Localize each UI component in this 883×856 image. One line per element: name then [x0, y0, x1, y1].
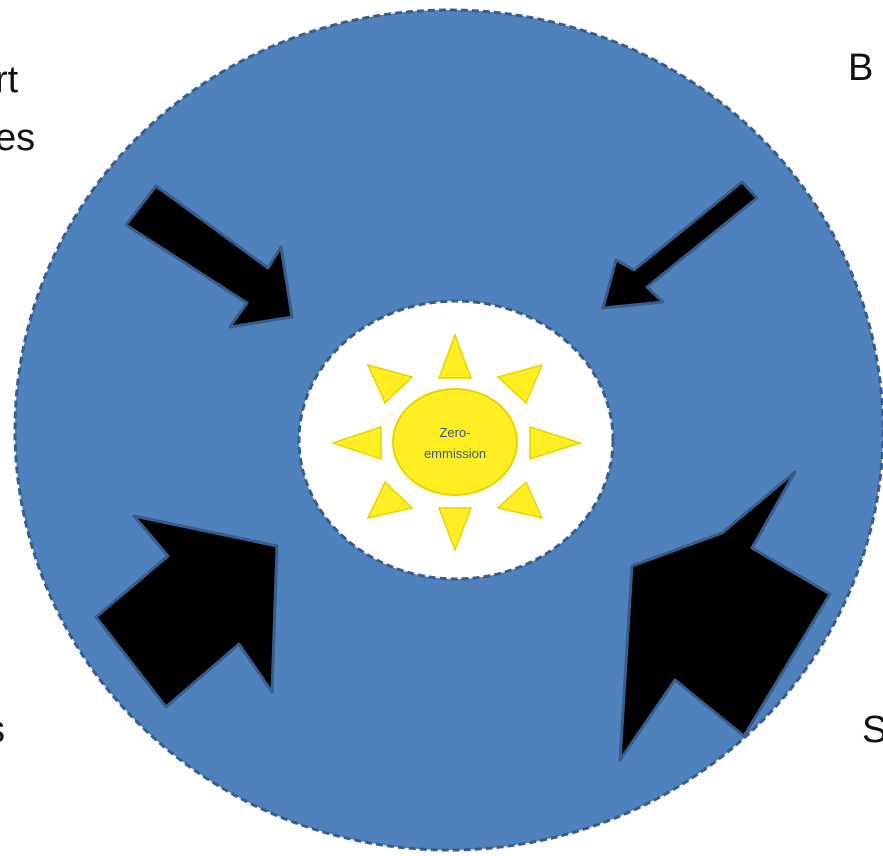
label-bottom-right: S	[862, 709, 883, 751]
arrow-icon-bottom-right	[618, 470, 832, 762]
center-label-line2: emmission	[424, 446, 486, 461]
center-label-line1: Zero-	[439, 425, 470, 440]
arrow-icon-bottom-left	[94, 514, 279, 709]
sun-icon	[330, 332, 583, 553]
label-top-left-line2: es	[0, 117, 35, 159]
arrow-icon-top-right	[601, 180, 759, 310]
label-bottom-left: s	[0, 709, 5, 751]
label-top-right: B	[848, 47, 873, 89]
label-top-left-line1: rt	[0, 59, 19, 101]
arrow-icon-top-left	[124, 184, 294, 329]
